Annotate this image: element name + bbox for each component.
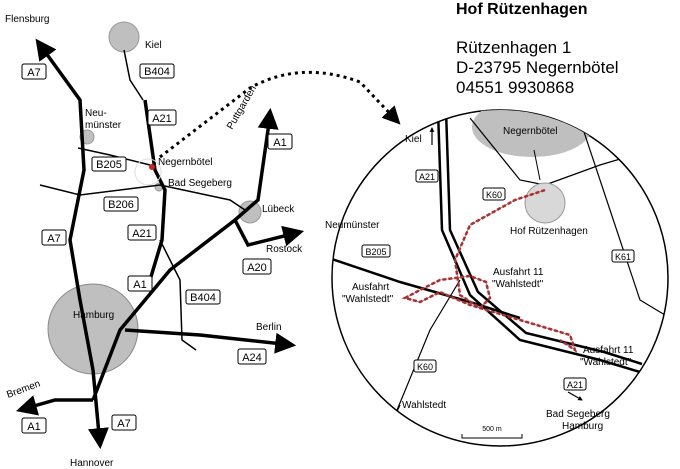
svg-text:A21: A21 — [152, 113, 172, 125]
detail-label-wahlstedt: Wahlstedt — [402, 400, 446, 411]
svg-text:A21: A21 — [567, 380, 583, 390]
negernboetel-marker — [149, 164, 155, 170]
label-hannover: Hannover — [70, 458, 114, 469]
detail-shield-k60-top: K60 — [482, 187, 506, 201]
shield-a21-top: A21 — [147, 109, 177, 126]
a20-motorway-line — [233, 219, 305, 248]
detail-shield-k60-bottom: K60 — [413, 359, 437, 373]
detail-label-ausfahrt-mid-2: "Wahlstedt" — [492, 279, 544, 290]
svg-text:B205: B205 — [365, 247, 386, 257]
scale-bar: 500 m — [461, 426, 523, 439]
neumuenster-arrow — [332, 229, 339, 238]
shield-a1-right: A1 — [267, 133, 293, 150]
b205-road-line — [77, 147, 151, 166]
a21-detail-line-1 — [436, 110, 641, 374]
label-bad-segeberg: Bad Segeberg — [168, 178, 232, 189]
label-neumuenster-1: Neu- — [85, 108, 107, 119]
a1-bremen-line — [15, 395, 93, 416]
detail-label-negernboetel: Negernbötel — [503, 126, 557, 137]
label-berlin: Berlin — [256, 322, 282, 333]
shield-b205: B205 — [91, 156, 127, 172]
svg-text:A1: A1 — [273, 137, 286, 149]
detail-label-kiel: Kiel — [405, 134, 422, 145]
detail-label-hamburg: Hamburg — [562, 421, 603, 432]
kiel-city-circle — [108, 21, 140, 53]
detail-shield-b205: B205 — [361, 244, 391, 258]
detail-label-ausfahrt-right-2: "Wahlstedt" — [580, 357, 632, 368]
phone-number: 04551 9930868 — [456, 78, 575, 97]
svg-text:A1: A1 — [133, 279, 146, 291]
svg-text:B404: B404 — [190, 292, 216, 304]
detail-label-ausfahrt-left-2: "Wahlstedt" — [342, 294, 394, 305]
label-luebeck: Lübeck — [262, 204, 295, 215]
detail-label-ausfahrt-left-1: Ausfahrt — [352, 282, 389, 293]
bad-segeberg-arrow — [567, 391, 583, 401]
label-bremen: Bremen — [5, 379, 42, 401]
address-block: Hof Rützenhagen Rützenhagen 1 D-23795 Ne… — [456, 0, 680, 98]
svg-text:A24: A24 — [242, 352, 262, 364]
svg-text:500 m: 500 m — [482, 426, 502, 433]
svg-text:A21: A21 — [419, 172, 435, 182]
shield-a24: A24 — [237, 348, 267, 365]
negernboetel-link-line — [533, 149, 541, 181]
detail-label-neumuenster: Neumünster — [325, 220, 380, 231]
svg-text:K60: K60 — [417, 362, 433, 372]
shield-a21-mid: A21 — [127, 224, 157, 241]
svg-text:B206: B206 — [108, 199, 134, 211]
detail-shield-k61: K61 — [611, 249, 635, 263]
street-address: Rützenhagen 1 — [456, 38, 572, 57]
svg-text:B404: B404 — [144, 66, 170, 78]
shield-a20: A20 — [242, 258, 272, 275]
connector-arrow — [159, 70, 401, 159]
negernboetel-marker-ring — [134, 158, 162, 186]
shield-b404-bottom: B404 — [185, 289, 221, 305]
svg-text:A21: A21 — [132, 228, 152, 240]
farm-name: Hof Rützenhagen — [456, 1, 588, 18]
label-hamburg: Hamburg — [73, 310, 114, 321]
shield-b206: B206 — [103, 196, 139, 212]
svg-text:A20: A20 — [247, 262, 267, 274]
label-negernboetel: Negernbötel — [158, 157, 212, 168]
svg-text:K60: K60 — [486, 190, 502, 200]
label-rostock: Rostock — [266, 244, 303, 255]
detail-label-ausfahrt-mid-1: Ausfahrt 11 — [493, 267, 544, 278]
svg-text:K61: K61 — [615, 252, 631, 262]
svg-text:A1: A1 — [27, 421, 40, 433]
svg-text:A7: A7 — [27, 67, 40, 79]
detail-label-ausfahrt-right-1: Ausfahrt 11 — [583, 345, 634, 356]
detail-map: Negernbötel Kiel Hof Rützenhagen Neumüns… — [325, 109, 669, 447]
b205-detail-line — [332, 253, 521, 320]
shield-a7-top: A7 — [21, 63, 47, 80]
svg-text:A7: A7 — [47, 233, 60, 245]
detail-label-bad-segeberg: Bad Segeberg — [546, 409, 610, 420]
shield-a7-bottom: A7 — [111, 414, 137, 431]
k60-detail-line — [394, 117, 546, 416]
shield-a1-bottom: A1 — [21, 417, 47, 434]
a7-motorway-line — [35, 38, 109, 450]
b404-road-line — [123, 49, 197, 351]
shield-a1-mid: A1 — [127, 275, 153, 292]
label-puttgarden: Puttgarden — [225, 84, 259, 132]
detail-circle-border — [331, 109, 669, 447]
detail-label-hof: Hof Rützenhagen — [510, 226, 588, 237]
postal-city: D-23795 Negernbötel — [456, 58, 619, 77]
shield-b404-top: B404 — [139, 63, 175, 79]
label-flensburg: Flensburg — [5, 14, 49, 25]
route-line-outline — [404, 189, 576, 351]
label-neumuenster-2: münster — [85, 120, 122, 131]
detail-shield-a21-bottom: A21 — [563, 377, 587, 391]
overview-map: Flensburg Kiel Neu- münster Negernbötel … — [5, 14, 401, 469]
luebeck-city-circle — [238, 200, 262, 224]
a21-motorway-line — [143, 99, 167, 281]
shield-a7-mid: A7 — [41, 229, 67, 246]
b206-road-line — [39, 184, 246, 211]
label-kiel: Kiel — [145, 40, 162, 51]
svg-text:B205: B205 — [96, 159, 122, 171]
hof-site-circle — [524, 182, 566, 224]
detail-shield-a21-top: A21 — [415, 169, 439, 183]
svg-text:A7: A7 — [117, 418, 130, 430]
a24-motorway-line — [124, 328, 297, 354]
